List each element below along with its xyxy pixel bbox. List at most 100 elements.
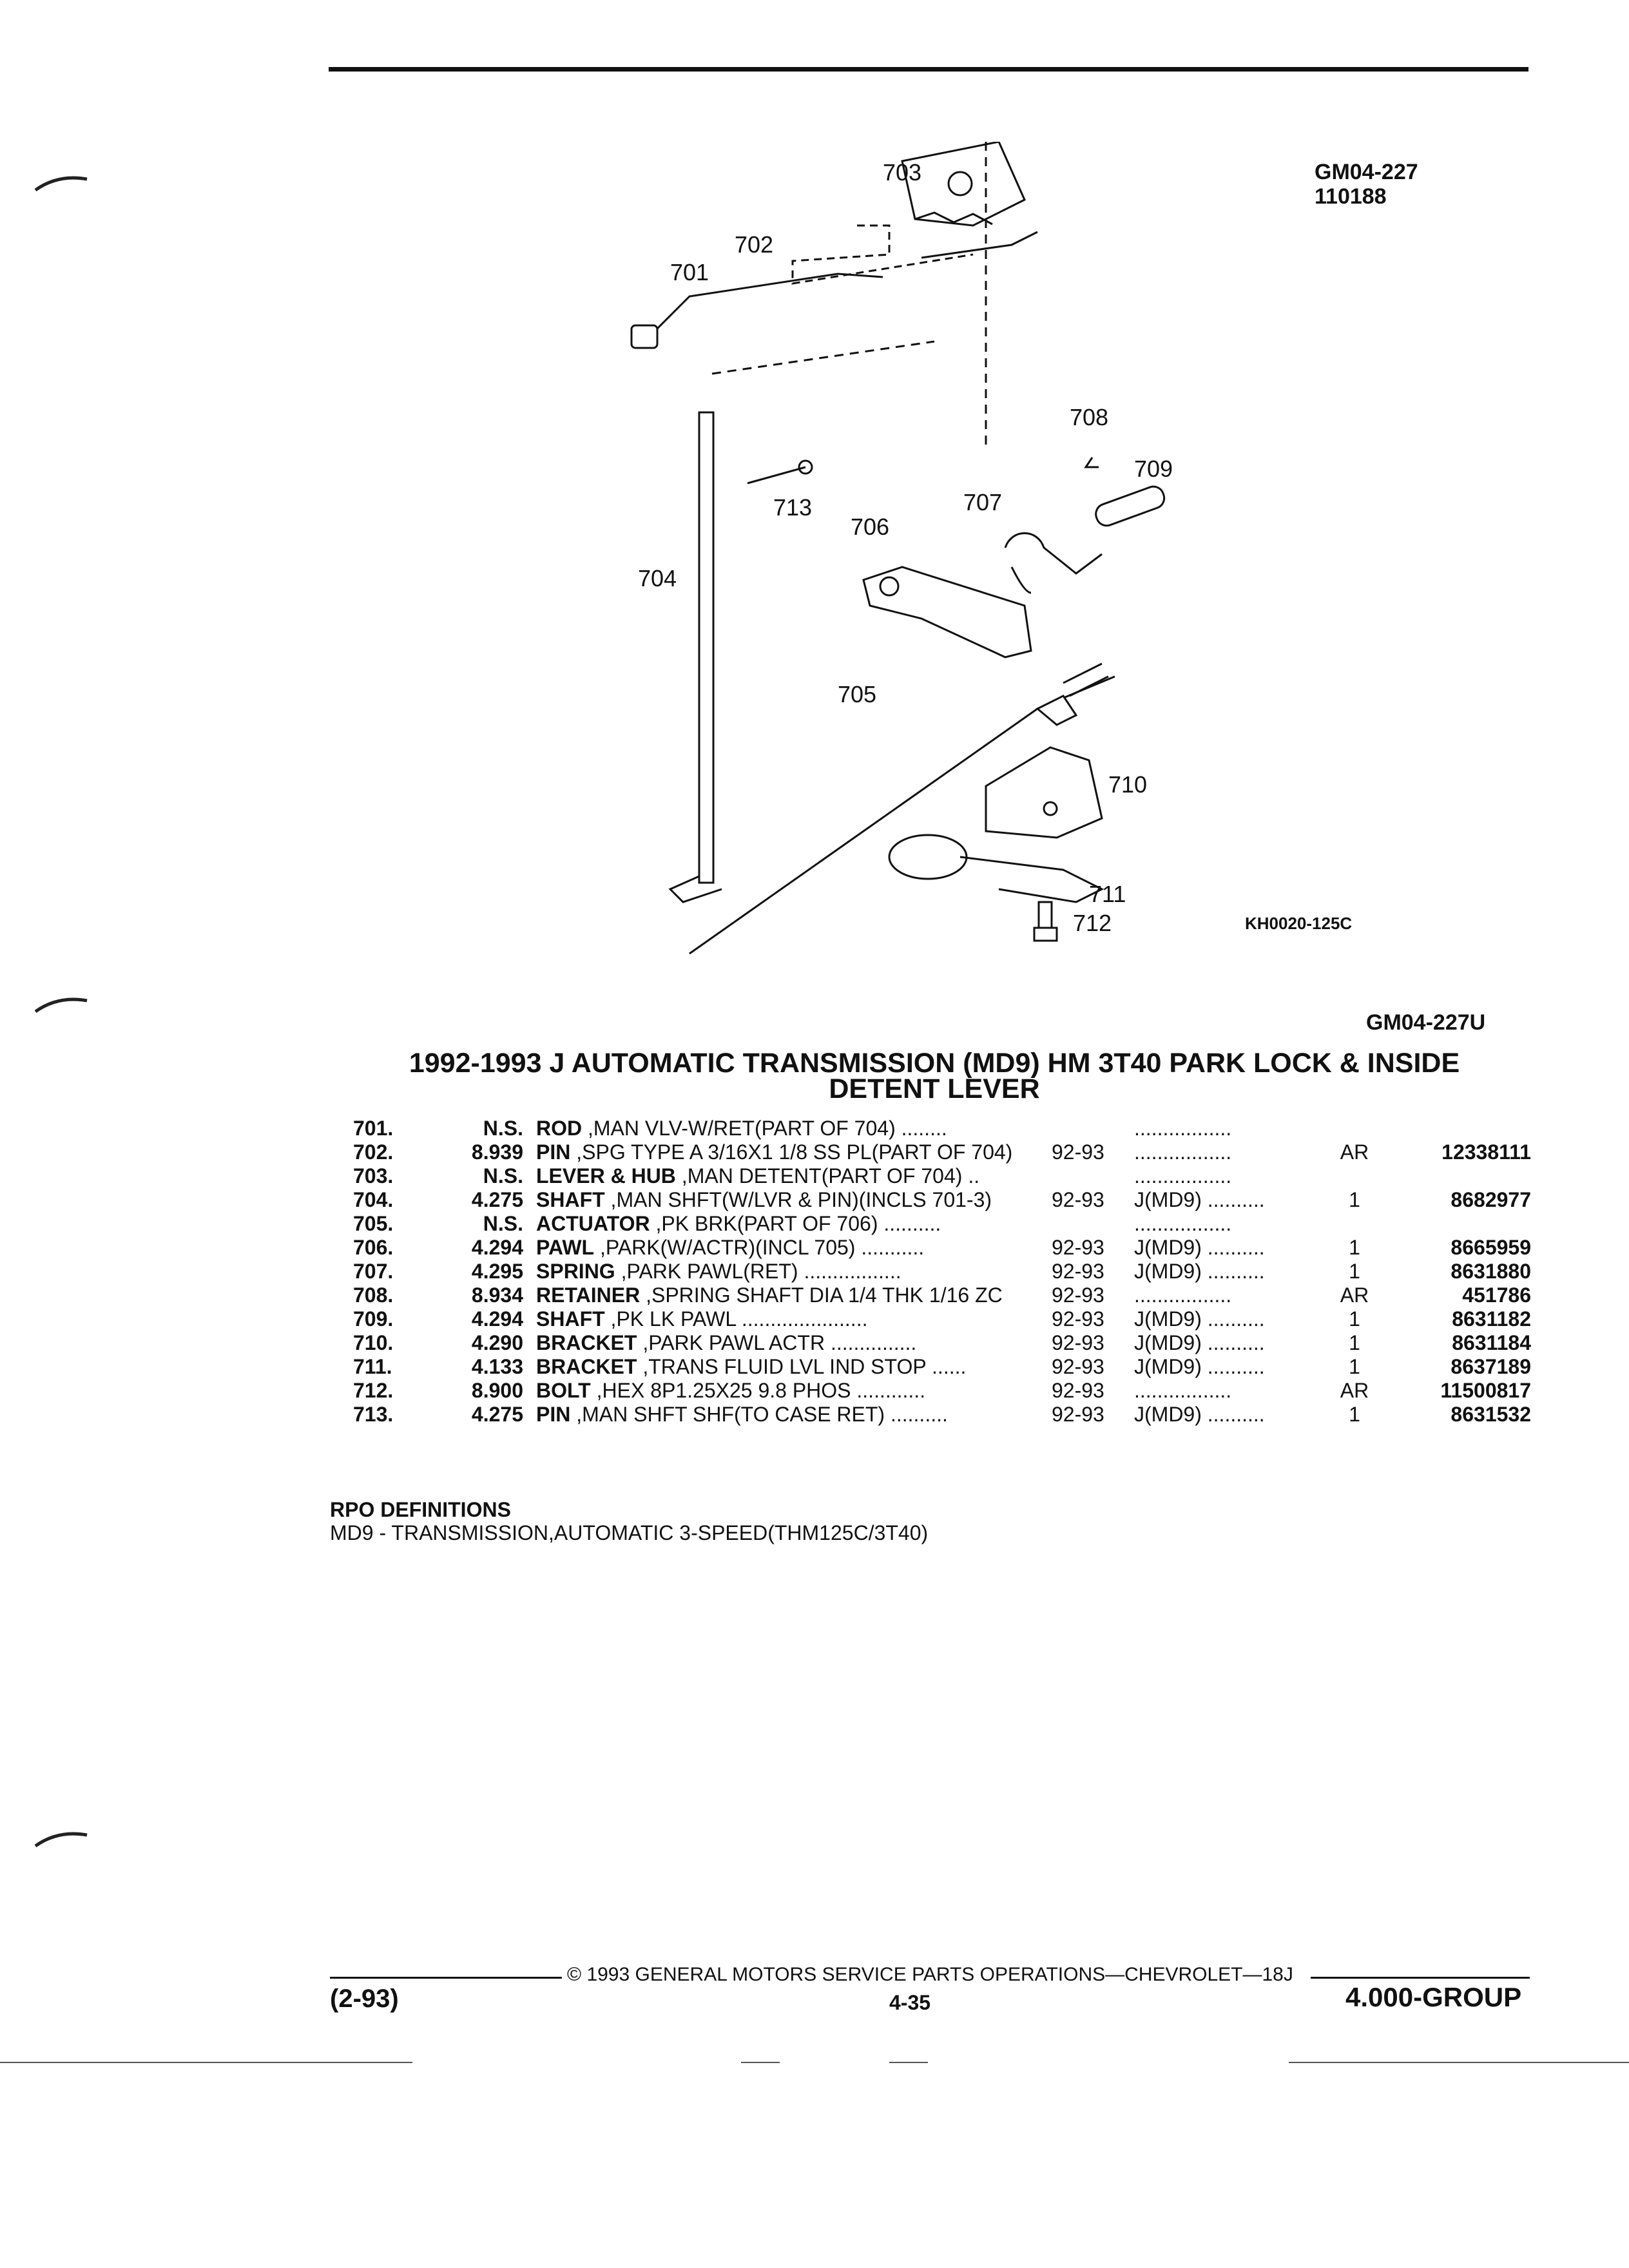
- rpo-definition: MD9 - TRANSMISSION,AUTOMATIC 3-SPEED(THM…: [330, 1521, 929, 1544]
- part-group: 4.290: [471, 1331, 523, 1354]
- part-qty: AR: [1340, 1140, 1369, 1164]
- part-group: 8.939: [471, 1140, 523, 1164]
- copyright: © 1993 GENERAL MOTORS SERVICE PARTS OPER…: [567, 1964, 1293, 1985]
- top-rule: [329, 67, 1528, 72]
- part-description: SHAFT ,PK LK PAWL ......................: [536, 1307, 1052, 1331]
- part-name: LEVER & HUB: [536, 1164, 676, 1187]
- actuator-rod-part: [689, 662, 1115, 955]
- callout-708: 708: [1070, 404, 1108, 430]
- part-qty: 1: [1349, 1236, 1360, 1259]
- exploded-parts-diagram: 703 702 701 708 709 713 707 706 704 705 …: [630, 142, 1173, 955]
- part-option: J(MD9) ..........: [1134, 1260, 1265, 1283]
- stop-bracket-part: [888, 834, 1104, 903]
- actuator-bracket-part: [985, 746, 1103, 839]
- part-option: .................: [1134, 1283, 1232, 1307]
- callout-706: 706: [851, 514, 889, 540]
- scan-line: [741, 2062, 780, 2063]
- part-group: 4.275: [471, 1188, 523, 1211]
- table-row: 703.N.S.LEVER & HUB ,MAN DETENT(PART OF …: [353, 1164, 1531, 1188]
- part-name: BOLT: [536, 1379, 591, 1402]
- part-number: 451786: [1462, 1283, 1531, 1307]
- part-group: 4.275: [471, 1403, 523, 1426]
- scan-line: [1289, 2062, 1629, 2063]
- part-option: .................: [1134, 1379, 1232, 1402]
- part-years: 92-93: [1052, 1260, 1104, 1283]
- part-group: N.S.: [483, 1117, 523, 1140]
- part-group: 4.294: [471, 1307, 523, 1331]
- part-number: [1376, 1212, 1531, 1236]
- part-years: 92-93: [1052, 1307, 1104, 1331]
- reference-codes: GM04-227 110188: [1315, 160, 1418, 209]
- section-title-line-1: 1992-1993 J AUTOMATIC TRANSMISSION (MD9)…: [409, 1048, 1460, 1079]
- part-ref: 710.: [353, 1331, 394, 1354]
- table-row: 706. 4.294 PAWL ,PARK(W/ACTR)(INCL 705) ..…: [353, 1236, 1531, 1260]
- callout-705: 705: [838, 681, 876, 707]
- part-ref: 706.: [353, 1236, 394, 1259]
- part-name: SPRING: [536, 1260, 615, 1283]
- part-description: PIN ,SPG TYPE A 3/16X1 1/8 SS PL(PART OF…: [536, 1140, 1052, 1164]
- part-years: [1052, 1117, 1134, 1140]
- part-option: .................: [1134, 1117, 1232, 1140]
- callout-707: 707: [963, 489, 1002, 515]
- section-title: 1992-1993 J AUTOMATIC TRANSMISSION (MD9)…: [322, 1048, 1547, 1103]
- callout-713: 713: [773, 494, 812, 521]
- footer-rule-left: [330, 1977, 562, 1979]
- part-ref: 703.: [353, 1164, 394, 1187]
- part-number: 8631182: [1452, 1307, 1531, 1331]
- bolt-part: [1033, 901, 1058, 942]
- callout-702: 702: [735, 231, 773, 258]
- rpo-title: RPO DEFINITIONS: [330, 1498, 511, 1521]
- part-detail: ,SPG TYPE A 3/16X1 1/8 SS PL(PART OF 704…: [576, 1140, 1013, 1164]
- spring-part: [1004, 532, 1103, 594]
- part-qty: [1333, 1164, 1376, 1188]
- part-option: .................: [1134, 1140, 1232, 1164]
- part-number: 11500817: [1440, 1379, 1531, 1402]
- part-description: PAWL ,PARK(W/ACTR)(INCL 705) ...........: [536, 1236, 1052, 1260]
- part-name: SHAFT: [536, 1307, 605, 1331]
- callout-710: 710: [1108, 771, 1147, 798]
- part-detail: ,MAN DETENT(PART OF 704) ..: [681, 1164, 980, 1187]
- part-qty: 1: [1349, 1260, 1360, 1283]
- ref-code: GM04-227: [1315, 160, 1418, 184]
- part-ref: 708.: [353, 1283, 394, 1307]
- scan-line: [0, 2062, 412, 2063]
- part-number: [1376, 1164, 1531, 1188]
- part-option: J(MD9) ..........: [1134, 1331, 1265, 1354]
- callout-701: 701: [670, 259, 709, 285]
- part-ref: 709.: [353, 1307, 394, 1331]
- illustration-code: KH0020-125C: [1245, 914, 1353, 933]
- rpo-definitions: RPO DEFINITIONS MD9 - TRANSMISSION,AUTOM…: [330, 1498, 928, 1544]
- part-ref: 701.: [353, 1117, 394, 1140]
- scan-line: [889, 2062, 928, 2063]
- part-option: J(MD9) ..........: [1134, 1355, 1265, 1378]
- pawl-shaft-part: [1095, 485, 1166, 527]
- part-number: 8665959: [1451, 1236, 1531, 1259]
- pin-part: [747, 459, 813, 485]
- part-ref: 713.: [353, 1403, 394, 1426]
- part-option: J(MD9) ..........: [1134, 1188, 1265, 1211]
- part-number: 8682977: [1451, 1188, 1531, 1211]
- part-qty: 1: [1349, 1188, 1360, 1211]
- part-years: 92-93: [1052, 1379, 1104, 1402]
- part-name: ACTUATOR: [536, 1212, 650, 1235]
- part-qty: AR: [1340, 1379, 1369, 1402]
- part-ref: 711.: [353, 1355, 392, 1378]
- part-option: J(MD9) ..........: [1134, 1307, 1265, 1331]
- part-years: 92-93: [1052, 1283, 1104, 1307]
- part-detail: ,PK LK PAWL ......................: [610, 1307, 868, 1331]
- part-group: 4.294: [471, 1236, 523, 1259]
- ref-code: 110188: [1315, 184, 1387, 209]
- part-description: BRACKET ,TRANS FLUID LVL IND STOP ......: [536, 1355, 1052, 1379]
- part-option: J(MD9) ..........: [1134, 1403, 1265, 1426]
- part-years: [1052, 1212, 1134, 1236]
- park-pawl-part: [862, 566, 1032, 658]
- part-qty: 1: [1349, 1403, 1360, 1426]
- part-ref: 707.: [353, 1260, 394, 1283]
- parts-table: 701.N.S.ROD ,MAN VLV-W/RET(PART OF 704) …: [353, 1117, 1531, 1427]
- part-description: LEVER & HUB ,MAN DETENT(PART OF 704) ..: [536, 1164, 1052, 1188]
